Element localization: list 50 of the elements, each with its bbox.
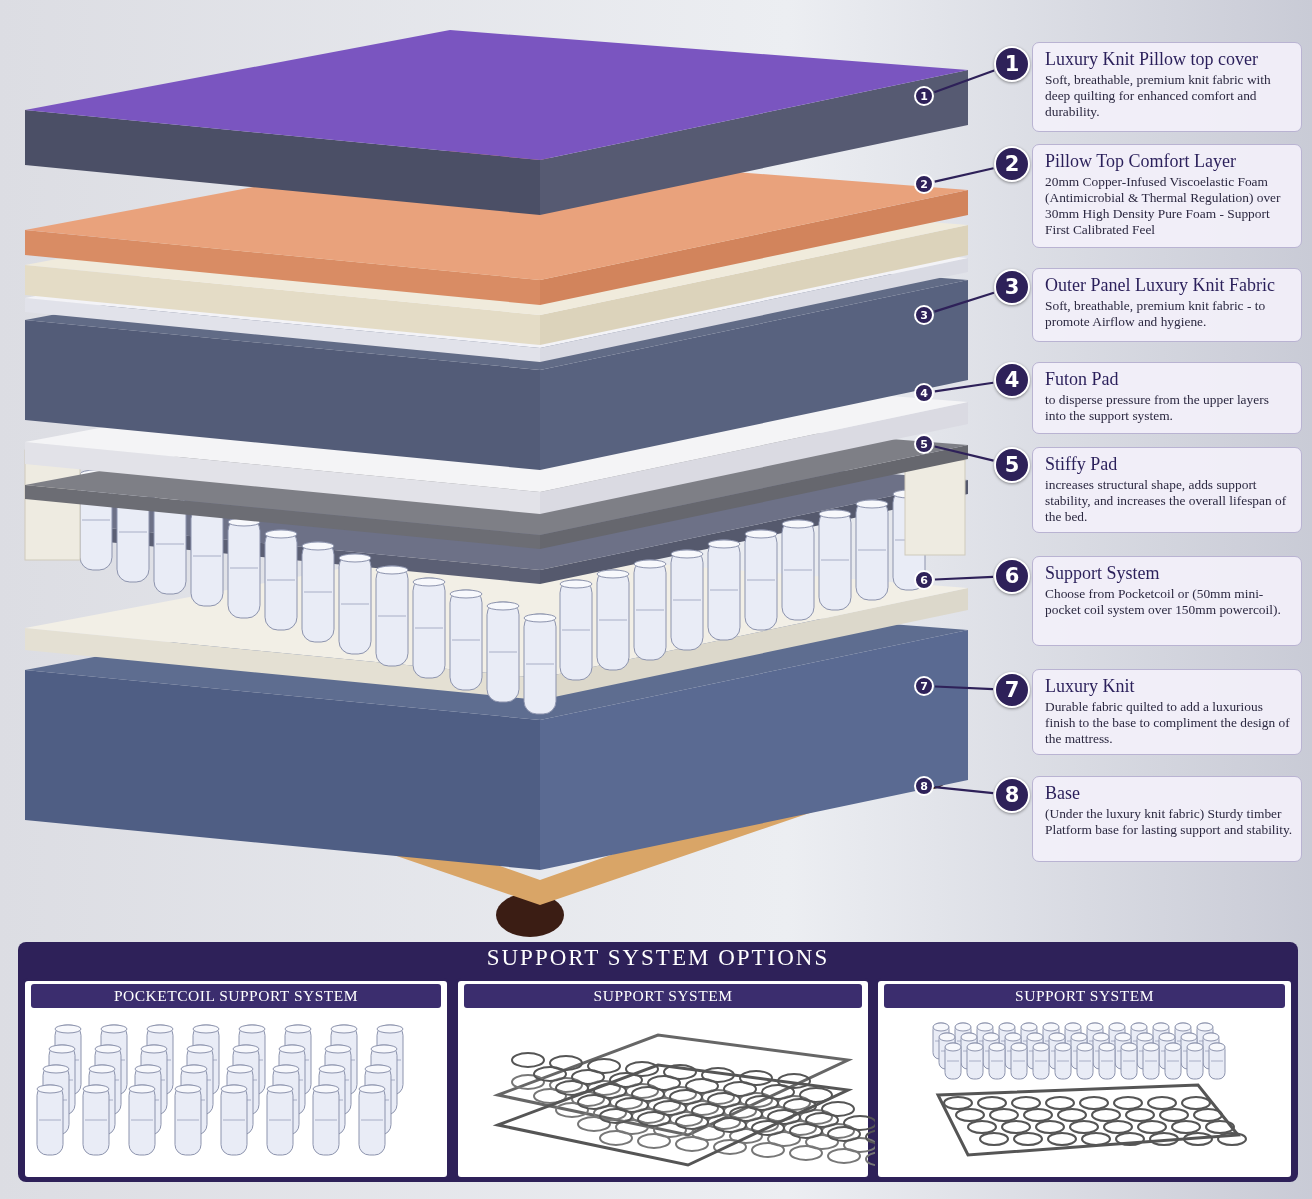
info-card [1032,447,1302,533]
callout-number: 3 [994,269,1030,305]
layer-marker: 2 [914,174,934,194]
info-card [1032,556,1302,646]
section-title: SUPPORT SYSTEM OPTIONS [485,945,831,971]
callout-number: 5 [994,447,1030,483]
leader-line [933,69,995,94]
callout-number: 7 [994,672,1030,708]
card-description: Choose from Pocketcoil or (50mm mini-pocket coil system over 150mm powercoil). [1045,586,1282,618]
panel-header: POCKETCOIL SUPPORT SYSTEM [31,984,441,1008]
layer-marker: 8 [914,776,934,796]
info-card [1032,268,1302,342]
info-card [1032,362,1302,434]
callout-number: 8 [994,777,1030,813]
options-section [18,942,1298,1182]
leader-line [934,575,994,581]
leader-line [934,445,994,462]
option-panel [875,978,1294,1180]
info-card [1032,144,1302,248]
leader-line [934,291,995,313]
panel-header: SUPPORT SYSTEM [884,984,1285,1008]
card-heading: Pillow Top Comfort Layer [1045,151,1237,172]
option-panel [22,978,450,1180]
leader-line [934,685,994,691]
card-description: Durable fabric quilted to add a luxurious finish to the base to compliment the design of the mattress. [1045,699,1291,747]
info-card [1032,42,1302,132]
card-description: (Under the luxury knit fabric) Sturdy timber Platform base for lasting support and stability. [1045,806,1293,838]
card-description: to disperse pressure from the upper layers into the support system. [1045,392,1270,424]
card-description: Soft, breathable, premium knit fabric with deep quilting for enhanced comfort and durability. [1045,72,1272,120]
card-heading: Base [1045,783,1081,804]
card-heading: Stiffy Pad [1045,454,1119,475]
card-heading: Luxury Knit Pillow top cover [1045,49,1259,70]
info-card [1032,669,1302,755]
panel-header: SUPPORT SYSTEM [464,984,862,1008]
card-heading: Futon Pad [1045,369,1120,390]
card-heading: Outer Panel Luxury Knit Fabric [1045,275,1276,296]
card-description: 20mm Copper-Infused Viscoelastic Foam (Antimicrobial & Thermal Regulation) over 30mm High Density Pure Foam - Support First Calibrated Feel [1045,174,1282,238]
card-heading: Luxury Knit [1045,676,1136,697]
layer-marker: 5 [914,434,934,454]
callout-number: 4 [994,362,1030,398]
callout-number: 1 [994,46,1030,82]
info-card [1032,776,1302,862]
leader-line [934,167,994,183]
callout-number: 2 [994,146,1030,182]
card-description: Soft, breathable, premium knit fabric - to promote Airflow and hygiene. [1045,298,1267,330]
leader-line [934,786,994,795]
card-heading: Support System [1045,563,1161,584]
card-description: increases structural shape, adds support stability, and increases the overall lifespan of the bed. [1045,477,1288,525]
callout-number: 6 [994,558,1030,594]
leader-line [934,381,994,393]
